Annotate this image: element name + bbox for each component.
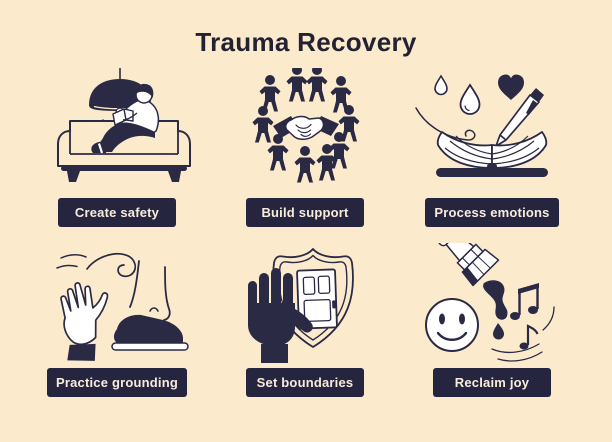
stop-hand-shield-door-icon bbox=[248, 248, 354, 363]
handshake-icon bbox=[273, 115, 339, 140]
people-circle-around-handshake-icon bbox=[252, 68, 360, 183]
person-reading-on-couch-under-lamp-icon bbox=[57, 68, 191, 182]
card-practice-grounding: Practice grounding bbox=[23, 241, 211, 397]
label-process-emotions: Process emotions bbox=[425, 198, 559, 227]
door-icon bbox=[296, 268, 338, 330]
page-title: Trauma Recovery bbox=[195, 27, 417, 57]
couch-icon bbox=[57, 120, 191, 167]
card-set-boundaries: Set boundaries bbox=[211, 241, 399, 397]
paintbrush-icon bbox=[437, 243, 500, 287]
open-book-icon bbox=[436, 131, 548, 177]
heart-icon bbox=[498, 74, 524, 100]
label-reclaim-joy: Reclaim joy bbox=[433, 368, 551, 397]
card-create-safety: Create safety bbox=[23, 66, 211, 227]
couch-base-icon bbox=[61, 166, 187, 182]
paint-drip-icon bbox=[483, 280, 508, 320]
music-notes-icon bbox=[510, 283, 539, 350]
pen-icon bbox=[495, 88, 544, 147]
open-hand-bare-foot-breeze-icon bbox=[56, 252, 189, 361]
open-hand-icon bbox=[60, 282, 109, 361]
bare-foot-shoe-icon bbox=[111, 260, 189, 351]
breeze-swirl-icon bbox=[56, 252, 137, 278]
card-process-emotions: Process emotions bbox=[398, 66, 586, 227]
motion-lines bbox=[491, 306, 555, 362]
open-book-teardrops-heart-pen-icon bbox=[415, 74, 548, 177]
label-set-boundaries: Set boundaries bbox=[246, 368, 364, 397]
smiley-face-icon bbox=[425, 298, 479, 352]
label-build-support: Build support bbox=[246, 198, 364, 227]
paintbrush-smiley-music-notes-icon bbox=[425, 243, 555, 362]
teardrop-icons bbox=[434, 74, 481, 115]
card-reclaim-joy: Reclaim joy bbox=[398, 241, 586, 397]
swoosh-line bbox=[415, 107, 476, 141]
person-reading-icon bbox=[91, 83, 160, 154]
label-practice-grounding: Practice grounding bbox=[46, 368, 188, 397]
card-build-support: Build support bbox=[211, 66, 399, 227]
label-create-safety: Create safety bbox=[58, 198, 176, 227]
stop-hand-icon bbox=[248, 268, 313, 363]
paint-droplet-icon bbox=[493, 323, 504, 340]
